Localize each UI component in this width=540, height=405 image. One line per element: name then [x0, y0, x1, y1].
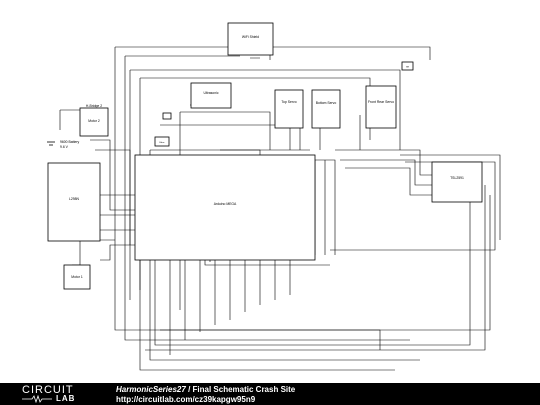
logo-text-top: CIRCUIT — [22, 384, 74, 396]
author-link[interactable]: HarmonicSeries27 — [116, 385, 186, 394]
front-rear-servo: Front Rear Servo — [365, 85, 397, 129]
wifi-shield: WiFi Shield — [227, 22, 274, 56]
l298n-driver: L298N — [47, 162, 101, 242]
small-module-2 — [162, 112, 172, 120]
schematic-canvas: WiFi Shield Ultrasonic Top Servo Bottom … — [47, 22, 501, 371]
arduino-label: Arduino MEGA — [214, 202, 237, 206]
motor-1-label: Motor 1 — [71, 275, 83, 279]
circuit-name: Final Schematic Crash Site — [192, 385, 296, 394]
arduino-mega: Arduino MEGA — [134, 154, 316, 261]
motor-1: Motor 1 — [63, 264, 91, 290]
small-module: SR — [401, 61, 414, 71]
motor-2: H-Bridge 2 Motor 2 — [79, 104, 109, 137]
title-separator: / — [188, 385, 191, 394]
front-rear-servo-label: Front Rear Servo — [368, 100, 394, 104]
logo-waveform-icon — [22, 395, 52, 403]
motor-2-label: Motor 2 — [88, 119, 100, 123]
small-module-label: SR — [406, 67, 409, 69]
hbridge-block: Ebus — [154, 136, 170, 147]
l298n-label: L298N — [69, 197, 80, 201]
tsl-sensor: TSL2591 — [431, 161, 483, 203]
circuit-title: HarmonicSeries27 / Final Schematic Crash… — [116, 385, 295, 395]
ultrasonic-sensor: Ultrasonic — [190, 82, 232, 109]
battery-voltage: 9.6 V — [60, 145, 69, 149]
logo-text-bottom: LAB — [56, 394, 76, 403]
tsl-label: TSL2591 — [450, 176, 464, 180]
circuit-url[interactable]: http://circuitlab.com/cz39kapgw95n9 — [116, 395, 256, 404]
bottom-servo: Bottom Servo — [311, 89, 341, 129]
battery: 9600 Battery 9.6 V — [47, 140, 80, 149]
top-servo-label: Top Servo — [281, 100, 296, 104]
bottom-servo-label: Bottom Servo — [316, 101, 337, 105]
circuitlab-logo[interactable]: CIRCUIT LAB — [22, 385, 92, 403]
footer-bar: CIRCUIT LAB HarmonicSeries27 / Final Sch… — [0, 383, 540, 405]
hbridge-block-label: Ebus — [160, 142, 166, 144]
hbridge-label: H-Bridge 2 — [86, 104, 102, 108]
battery-label: 9600 Battery — [60, 140, 80, 144]
top-servo: Top Servo — [274, 89, 304, 129]
ultrasonic-label: Ultrasonic — [203, 91, 218, 95]
wifi-shield-label: WiFi Shield — [242, 35, 259, 39]
